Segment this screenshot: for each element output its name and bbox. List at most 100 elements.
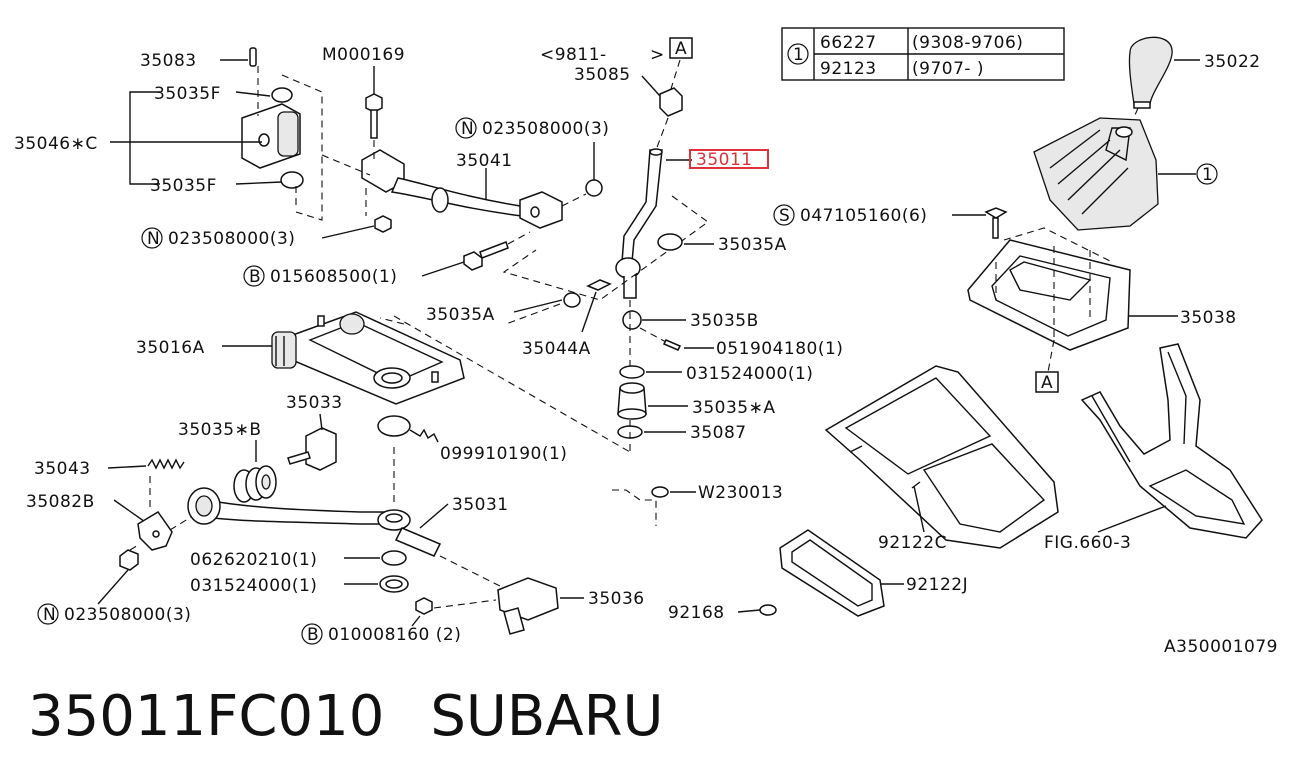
- part-nut-right: [585, 179, 603, 197]
- label-051904180: 051904180(1): [716, 339, 843, 359]
- table-row-1-part: 66227: [820, 33, 877, 53]
- part-m000169-bolt: [365, 93, 383, 113]
- footer-title: 35011FC010 SUBARU: [28, 684, 664, 749]
- circle-letter-b-a: B: [243, 265, 265, 287]
- label-b-010008160: 010008160 (2): [328, 625, 461, 645]
- part-062620210-ring: [381, 550, 407, 566]
- svg-text:N: N: [461, 119, 474, 139]
- label-n-023508000-a: 023508000(3): [168, 229, 295, 249]
- label-35035f-bottom: 35035F: [150, 176, 217, 196]
- part-92168-clip: [759, 604, 777, 616]
- svg-text:N: N: [147, 229, 160, 249]
- label-062620210: 062620210(1): [190, 550, 317, 570]
- part-010008160-bolt: [415, 597, 433, 615]
- part-35033-bracket: [305, 427, 337, 471]
- part-35011-lever: [621, 149, 663, 263]
- callout-1: 1: [1196, 163, 1218, 185]
- label-031524000-b: 031524000(1): [190, 576, 317, 596]
- part-35035a-right: [657, 233, 683, 251]
- part-047105160-screw: [984, 207, 1008, 219]
- label-35044a: 35044A: [522, 339, 591, 359]
- part-051904180-pin: [662, 339, 682, 351]
- circle-letter-n-c: N: [37, 603, 59, 625]
- box-a-bottom: [1035, 371, 1059, 393]
- label-031524000-a: 031524000(1): [686, 364, 813, 384]
- label-w230013: W230013: [698, 483, 783, 503]
- part-35022-knob: [1128, 36, 1173, 105]
- label-35031: 35031: [452, 495, 509, 515]
- circle-letter-s: S: [773, 204, 795, 226]
- label-35035a-right: 35035A: [718, 235, 787, 255]
- circle-letter-b-b: B: [301, 623, 323, 645]
- footer-part-number: 35011FC010: [28, 684, 385, 749]
- label-92122c: 92122C: [878, 533, 947, 553]
- label-099910190: 099910190(1): [440, 444, 567, 464]
- knob-boot-group: 35022 1 S 047105160(6) 35038 A: [773, 36, 1261, 393]
- box-a-top: [669, 37, 693, 59]
- bushing-bracket-group: 35083 35035F 35046∗C 35035F N 023508000(…: [14, 47, 392, 249]
- label-date-9811: <9811-: [540, 45, 607, 65]
- label-92122j: 92122J: [906, 575, 968, 595]
- part-099910190-ring: [377, 415, 411, 437]
- part-w230013-grommet: [651, 486, 669, 498]
- grommet-group: W230013 92168: [612, 483, 783, 623]
- label-35022: 35022: [1204, 52, 1261, 72]
- part-fig660-trim: [1080, 343, 1263, 539]
- label-35046c: 35046∗C: [14, 134, 98, 154]
- part-35035b-ball: [622, 310, 642, 330]
- label-s-047105160: 047105160(6): [800, 206, 927, 226]
- part-015608500-bolt: [463, 251, 483, 271]
- table-row-1-range: (9308-9706): [912, 33, 1023, 53]
- label-35036: 35036: [588, 589, 645, 609]
- part-35044a-pin: [586, 279, 612, 291]
- svg-text:S: S: [779, 206, 790, 226]
- table-row-2-part: 92123: [820, 59, 877, 79]
- parts-diagram: .ln { stroke: #111; stroke-width: 1.4; f…: [14, 27, 1278, 657]
- label-n-023508000-b: 023508000(3): [482, 119, 609, 139]
- circle-letter-n-a: N: [141, 227, 163, 249]
- part-35083-pin: [249, 47, 257, 67]
- part-92122j-gasket: [779, 529, 885, 617]
- svg-text:B: B: [249, 267, 261, 287]
- part-35085-clip: [659, 87, 683, 117]
- diagram-reference-code: A350001079: [1164, 637, 1278, 657]
- label-35035b: 35035B: [690, 311, 759, 331]
- table-row-2-range: (9707- ): [912, 59, 984, 79]
- link-rod-group: M000169 35041 N 023508000(3) B 015608500…: [243, 45, 609, 287]
- part-35038-plate: [967, 239, 1131, 351]
- part-35016a-plate: [289, 311, 465, 405]
- label-35035f-top: 35035F: [154, 84, 221, 104]
- label-35035a-left: 35035A: [426, 305, 495, 325]
- label-35083: 35083: [140, 51, 197, 71]
- box-a-bottom-letter: A: [1041, 373, 1053, 393]
- part-35043-spring: [147, 458, 185, 470]
- label-m000169: M000169: [322, 45, 405, 65]
- part-92122c-console: [824, 365, 1059, 549]
- part-nut-bottom-left: [119, 549, 139, 571]
- svg-text:N: N: [43, 605, 56, 625]
- part-35031-arm: [204, 499, 385, 525]
- footer-brand: SUBARU: [430, 684, 664, 749]
- box-a-top-letter: A: [675, 39, 687, 59]
- shifter-plate-group: 35016A 35033 099910190(1): [136, 311, 631, 471]
- label-35035-star-b: 35035∗B: [178, 420, 262, 440]
- svg-text:1: 1: [793, 45, 804, 65]
- label-35038: 35038: [1180, 308, 1237, 328]
- circle-letter-n-b: N: [455, 117, 477, 139]
- part-table: 1 66227 (9308-9706) 92123 (9707- ): [781, 27, 1065, 81]
- label-b-015608500: 015608500(1): [270, 267, 397, 287]
- label-fig660: FIG.660-3: [1044, 533, 1131, 553]
- lower-linkage-group: 35043 35035∗B 35082B N 023508000(3): [26, 420, 645, 645]
- table-callout-1: 1: [787, 43, 809, 65]
- shift-lever-group: <9811- > A 35085 35011 35035A 35035A 350…: [426, 37, 843, 452]
- label-35085: 35085: [574, 65, 631, 85]
- label-92168: 92168: [668, 603, 725, 623]
- svg-text:1: 1: [1202, 165, 1213, 185]
- label-35033: 35033: [286, 393, 343, 413]
- part-35035a-left: [563, 292, 581, 308]
- label-35041: 35041: [456, 151, 513, 171]
- console-group: 92122C 92122J FIG.660-3: [779, 343, 1263, 617]
- part-35041-rod: [390, 177, 523, 217]
- part-35035-star-b-bushing: [233, 465, 277, 503]
- label-35011-highlighted: 35011: [696, 150, 753, 170]
